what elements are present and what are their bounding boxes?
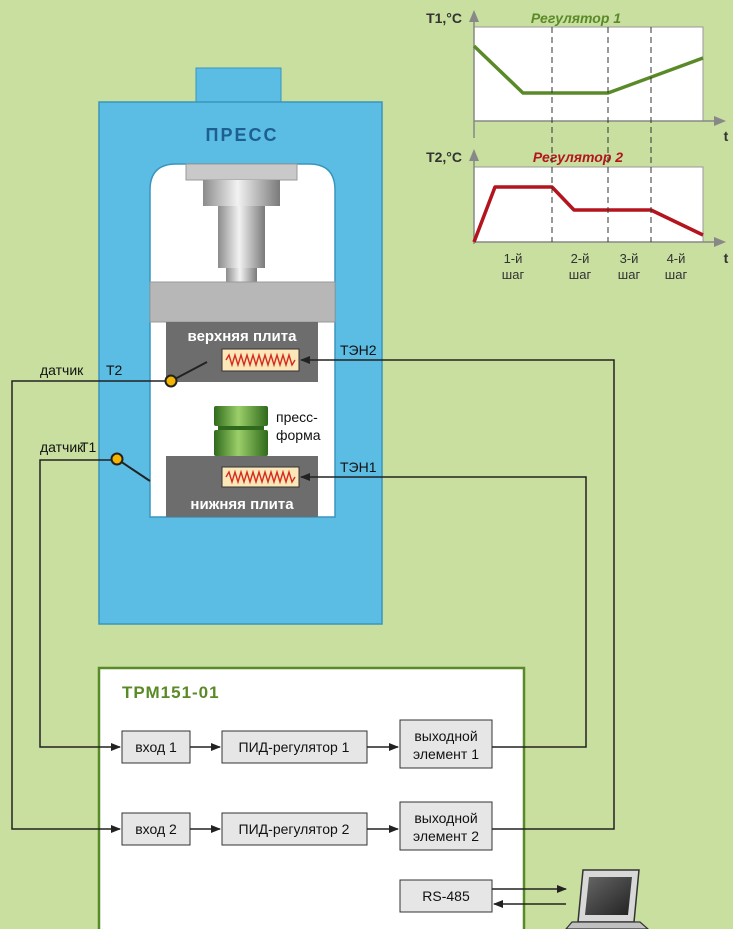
wire-t2-to-input2	[11, 380, 165, 833]
controller-title: ТРМ151-01	[122, 683, 220, 702]
ram-rod	[218, 206, 265, 268]
step-3-line2: шаг	[618, 267, 641, 282]
step-dividers	[551, 27, 652, 242]
ram-cap	[185, 163, 298, 181]
chart-2-curve	[472, 185, 704, 243]
chart-1-curve	[472, 44, 704, 95]
rs485-label: RS-485	[422, 888, 470, 904]
ram-upper	[203, 180, 280, 206]
chart-2-y-arrow	[469, 149, 479, 161]
lower-plate-label: нижняя плита	[190, 496, 294, 513]
input-2-block	[121, 812, 191, 846]
output-1-line2: элемент 1	[413, 746, 479, 762]
output-1-block	[399, 719, 493, 769]
input-1-label: вход 1	[135, 739, 177, 755]
input-2-label: вход 2	[135, 821, 177, 837]
chart-2-title: Регулятор 2	[533, 149, 623, 165]
wire-output1-to-heater1	[300, 473, 587, 748]
heater1-label: ТЭН1	[340, 459, 377, 475]
chart-1-area	[473, 26, 704, 122]
sensor-t1-word: датчик	[40, 439, 84, 455]
mold-upper	[214, 406, 268, 426]
output-1-line1: выходной	[414, 728, 477, 744]
output-2-line2: элемент 2	[413, 828, 479, 844]
chart-1-y-arrow	[469, 10, 479, 22]
mold-label-line1: пресс-	[276, 409, 318, 425]
step-1-line1: 1-й	[504, 251, 523, 266]
wire-output2-to-heater2	[300, 356, 615, 830]
sensor-t2-word: датчик	[40, 362, 84, 378]
sensor-t1-label: Т1	[80, 439, 97, 455]
step-3-line1: 3-й	[620, 251, 639, 266]
chart-1-title: Регулятор 1	[531, 10, 621, 26]
wires	[11, 356, 615, 908]
ram-tip	[226, 268, 257, 282]
pid-2-label: ПИД-регулятор 2	[239, 821, 350, 837]
sensor-t1-probe	[116, 458, 151, 482]
mold-gap	[218, 426, 264, 430]
chart-1-xlabel: t	[724, 128, 729, 144]
controller: ТРМ151-01 вход 1 ПИД-регулятор 1 выходно…	[97, 666, 526, 929]
step-4-line1: 4-й	[667, 251, 686, 266]
sensor-t1: датчик Т1	[40, 439, 151, 482]
rs485-block	[399, 879, 493, 913]
wire-t1-to-input1	[39, 459, 121, 751]
heater1-coil	[225, 469, 296, 485]
step-labels: 1-й шаг 2-й шаг 3-й шаг 4-й шаг	[502, 251, 688, 282]
upper-plate-label: верхняя плита	[188, 328, 298, 345]
pid-1-label: ПИД-регулятор 1	[239, 739, 350, 755]
laptop-base	[565, 921, 649, 929]
sensor-t2: датчик Т2	[40, 361, 208, 388]
pid-2-block	[221, 812, 368, 846]
mold-label-line2: форма	[276, 427, 321, 443]
mold-lower	[214, 430, 268, 456]
press-slide	[149, 281, 336, 323]
step-2-line2: шаг	[569, 267, 592, 282]
pid-1-block	[221, 730, 368, 764]
heater2-coil	[225, 352, 296, 368]
step-2-line1: 2-й	[571, 251, 590, 266]
press: ПРЕСС верхняя плита пресс- форма нижняя …	[98, 67, 383, 625]
press-top-cylinder	[195, 67, 282, 105]
step-4-line2: шаг	[665, 267, 688, 282]
chart-2: T2,°C Регулятор 2 t	[426, 149, 729, 266]
chart-1-x-arrow	[714, 116, 726, 126]
sensor-t2-dot	[164, 374, 178, 388]
chart-2-ylabel: T2,°C	[426, 149, 462, 165]
press-title: ПРЕСС	[206, 125, 279, 145]
chart-1-ylabel: T1,°C	[426, 10, 462, 26]
laptop-icon	[565, 869, 649, 929]
chart-2-xlabel: t	[724, 250, 729, 266]
input-1-block	[121, 730, 191, 764]
chart-2-area	[473, 166, 704, 243]
laptop-screen	[585, 877, 632, 915]
chart-1: T1,°C Регулятор 1 t	[426, 10, 729, 144]
output-2-line1: выходной	[414, 810, 477, 826]
sensor-t2-label: Т2	[106, 362, 123, 378]
step-1-line2: шаг	[502, 267, 525, 282]
chart-2-x-arrow	[714, 237, 726, 247]
sensor-t1-dot	[110, 452, 124, 466]
output-2-block	[399, 801, 493, 851]
heater2-label: ТЭН2	[340, 342, 377, 358]
sensor-t2-probe	[170, 361, 208, 382]
